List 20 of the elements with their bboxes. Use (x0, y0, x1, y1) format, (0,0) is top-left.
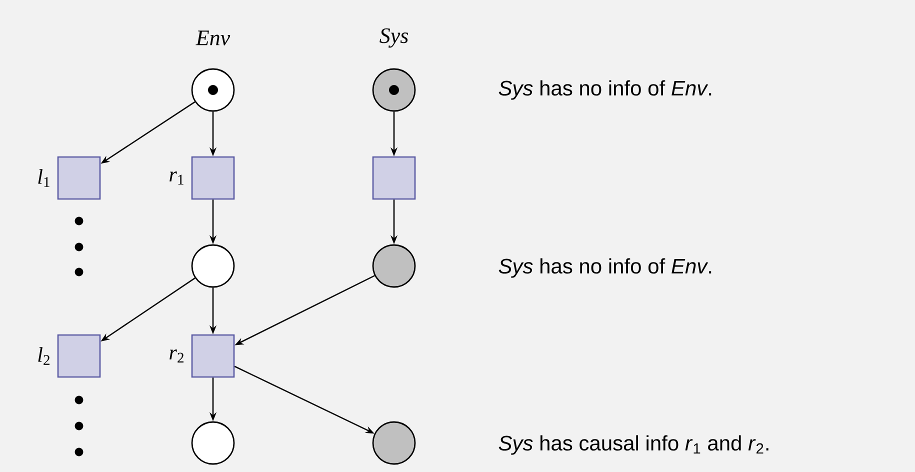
column-heading: Sys (380, 28, 408, 48)
transition-box (372, 156, 416, 200)
place-circle (372, 421, 416, 465)
transition-box (57, 156, 101, 200)
note-text: Sys has no info of Env. (498, 258, 712, 278)
transition-box (57, 334, 101, 378)
note-text: Sys has causal info r$_{1}$ and r$_{2}$. (498, 435, 768, 455)
column-heading: Env (196, 30, 230, 46)
note-text: Sys has no info of Env. (498, 80, 712, 100)
transition-label: r$_{1}$ (170, 172, 184, 184)
place-circle (372, 68, 416, 112)
transition-box (191, 334, 235, 378)
place-circle (191, 421, 235, 465)
place-circle (191, 244, 235, 288)
place-circle (372, 244, 416, 288)
place-circle (191, 68, 235, 112)
transition-label: r$_{2}$ (170, 350, 184, 362)
transition-box (191, 156, 235, 200)
transition-label: l$_{2}$ (38, 347, 50, 365)
transition-label: l$_{1}$ (38, 169, 50, 187)
